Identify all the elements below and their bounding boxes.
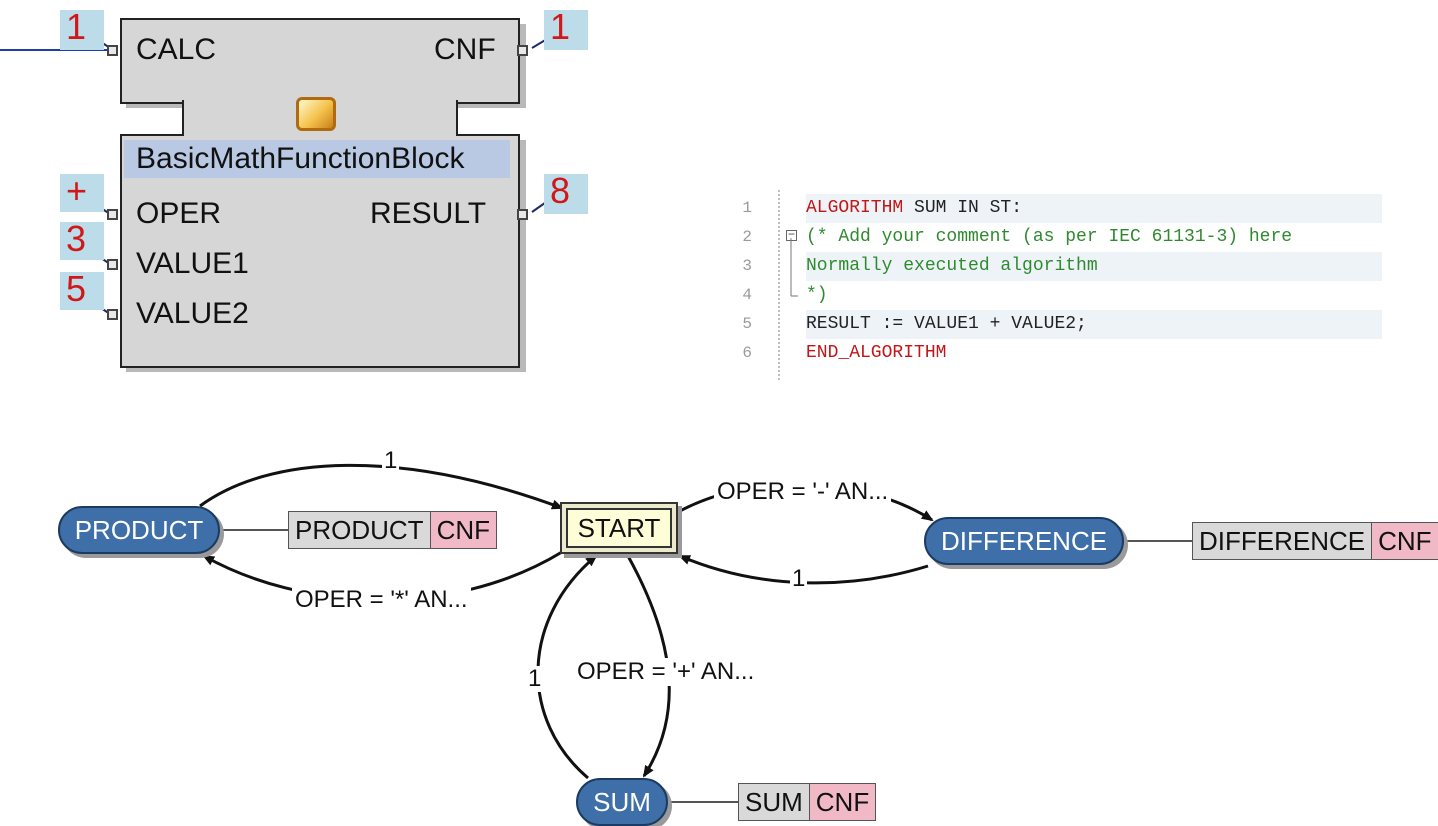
data-input-value1: VALUE1 [136,247,249,280]
code-text: END_ALGORITHM [806,339,1382,368]
code-line: 6 END_ALGORITHM [730,339,1382,368]
code-line: 3 Normally executed algorithm [730,252,1382,281]
start-state-label: START [566,508,672,548]
transition-condition-to-difference[interactable]: OPER = '-' AN... [714,478,892,506]
watch-value-value1: 3 [60,221,104,260]
action-output-event: CNF [809,784,876,820]
line-number: 2 [742,228,752,246]
event-output-cnf: CNF [434,33,496,66]
state-sum[interactable]: SUM [576,778,668,826]
code-text: *) [806,281,1382,310]
algorithm-editor[interactable]: 1 ALGORITHM SUM IN ST: 2 − (* Add your c… [730,190,1382,380]
code-comment: (* Add your comment (as per IEC 61131-3)… [806,227,1293,247]
data-output-result: RESULT [370,197,487,230]
data-input-pin-oper[interactable] [107,209,118,220]
code-line: 2 − (* Add your comment (as per IEC 6113… [730,223,1382,252]
code-line: 5 RESULT := VALUE1 + VALUE2; [730,310,1382,339]
code-text: ALGORITHM SUM IN ST: [806,194,1382,223]
code-keyword: END_ALGORITHM [806,343,947,363]
transition-condition-sum-to-start[interactable]: 1 [526,665,544,692]
event-input-calc: CALC [136,33,217,66]
gutter-separator [778,190,780,380]
basic-fb-icon [296,97,336,131]
data-output-pin-result[interactable] [517,209,528,220]
action-output-event: CNF [430,512,496,548]
code-text: RESULT := VALUE1 + VALUE2; [806,310,1382,339]
start-state[interactable]: START [560,502,678,554]
data-input-oper: OPER [136,197,222,230]
code-comment: *) [806,285,828,305]
action-output-event: CNF [1372,523,1438,559]
watch-value-calc: 1 [60,9,104,50]
action-sum[interactable]: SUM CNF [738,783,877,821]
line-number: 1 [742,199,752,217]
code-text: Normally executed algorithm [806,252,1382,281]
data-input-value2: VALUE2 [136,297,249,330]
transition-condition-difference-to-start[interactable]: 1 [790,565,808,592]
state-difference[interactable]: DIFFERENCE [924,517,1124,565]
code-line: 1 ALGORITHM SUM IN ST: [730,194,1382,223]
code-token: SUM IN ST: [903,198,1023,218]
code-token: RESULT := VALUE1 + VALUE2; [806,314,1087,334]
line-number: 4 [742,286,752,304]
action-algorithm: SUM [739,784,810,820]
data-input-pin-value1[interactable] [107,259,118,270]
line-number: 6 [742,344,752,362]
line-number: 5 [742,315,752,333]
code-line: 4 *) [730,281,1382,310]
line-number: 3 [742,257,752,275]
code-keyword: ALGORITHM [806,198,904,218]
watch-value-result: 8 [544,173,588,214]
transition-condition-to-product[interactable]: OPER = '*' AN... [292,586,471,614]
watch-value-value2: 5 [60,271,104,310]
action-difference[interactable]: DIFFERENCE CNF [1192,522,1438,560]
data-input-pin-value2[interactable] [107,309,118,320]
fold-guide [790,238,798,297]
watch-value-cnf: 1 [544,9,588,50]
action-product[interactable]: PRODUCT CNF [288,511,497,549]
transition-condition-to-sum[interactable]: OPER = '+' AN... [574,658,758,686]
fb-type-name: BasicMathFunctionBlock [124,140,510,178]
code-comment: Normally executed algorithm [806,256,1098,276]
action-algorithm: DIFFERENCE [1193,523,1373,559]
event-output-pin-cnf[interactable] [517,45,528,56]
action-algorithm: PRODUCT [289,512,431,548]
state-product[interactable]: PRODUCT [58,506,220,554]
watch-value-oper: + [60,173,104,212]
event-input-pin-calc[interactable] [107,45,118,56]
transition-condition-product-to-start[interactable]: 1 [382,447,400,474]
code-text: (* Add your comment (as per IEC 61131-3)… [806,223,1382,252]
